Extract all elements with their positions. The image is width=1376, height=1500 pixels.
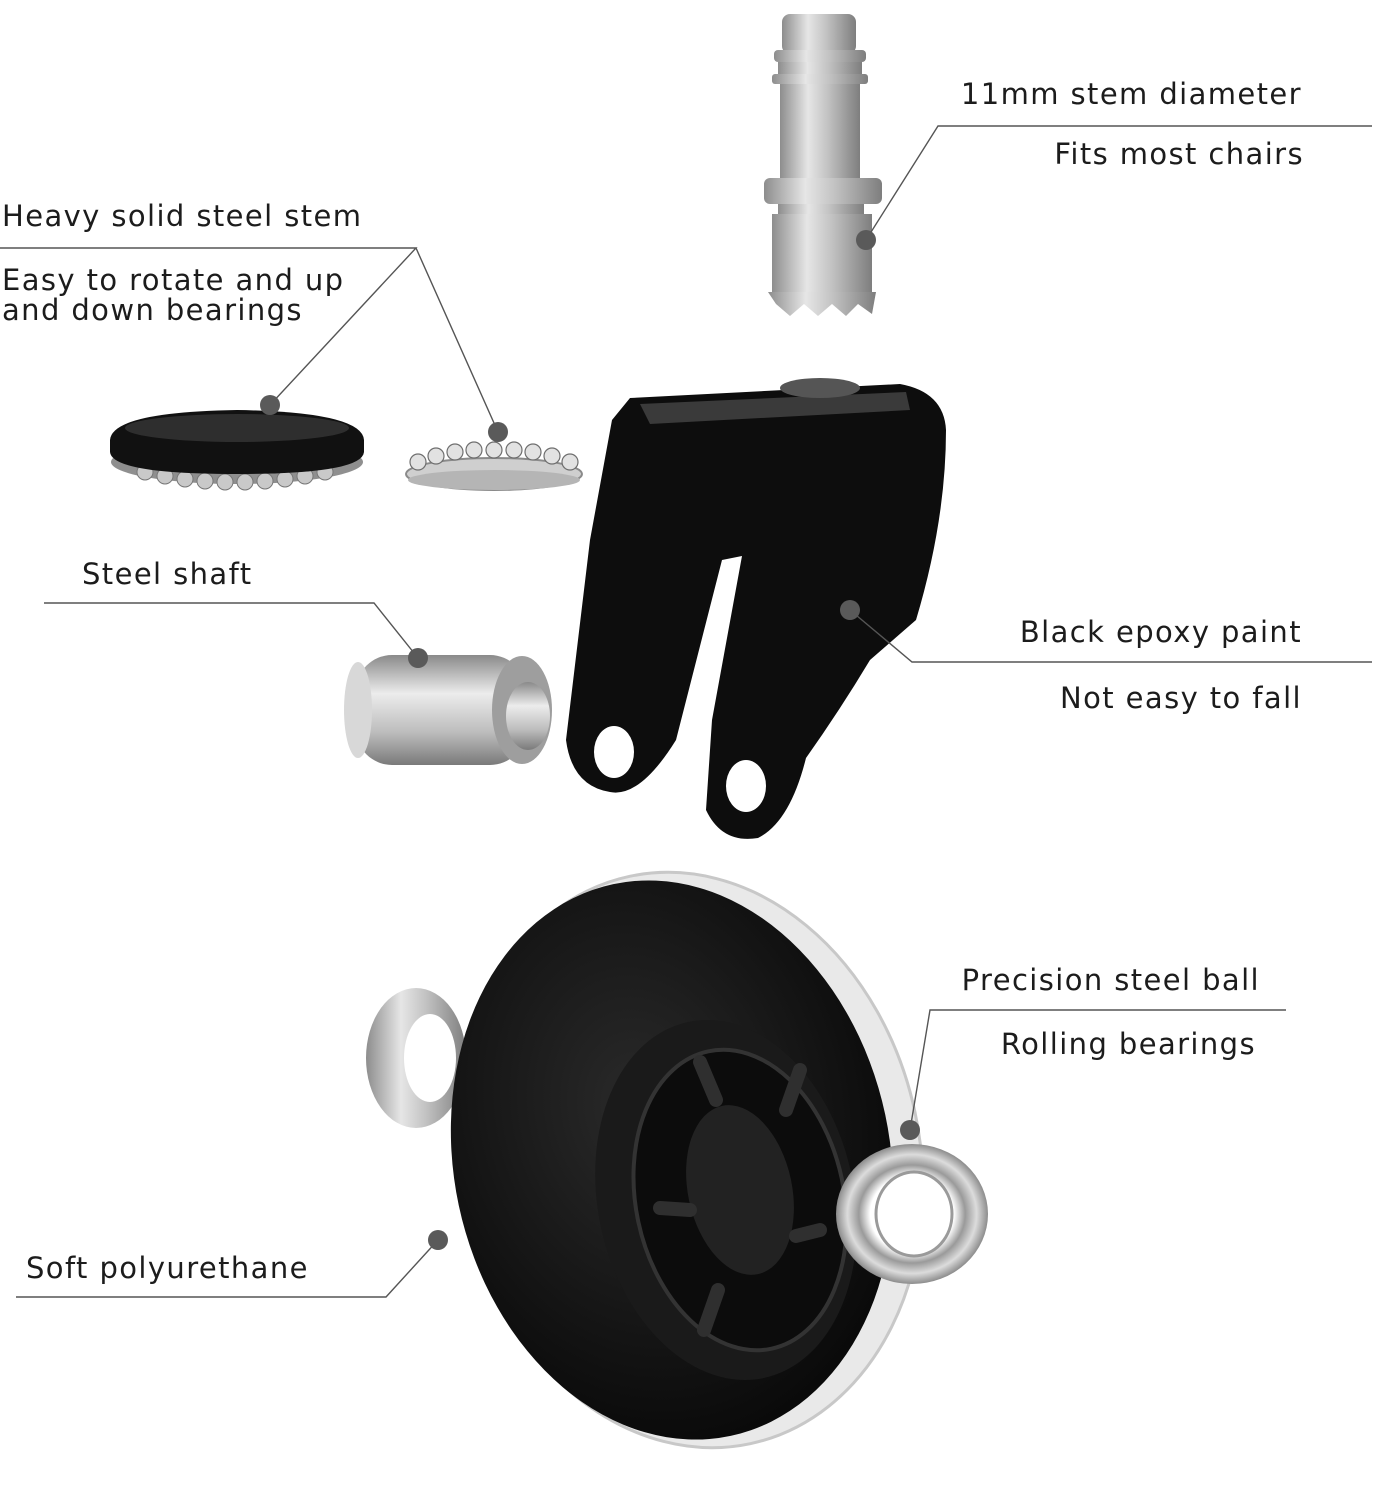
leader-polyurethane [16, 1239, 439, 1298]
black-bracket-illustration [566, 378, 946, 839]
steel-stem-illustration [764, 14, 882, 316]
wheel-illustration [366, 870, 988, 1450]
marker-dot [488, 422, 508, 442]
bearing-cap-illustration [110, 410, 364, 491]
leader-steel-shaft [44, 602, 419, 659]
label-stem-diameter: 11mm stem diameter [960, 77, 1302, 111]
label-easy-rotate: Easy to rotate and up [2, 263, 345, 297]
label-soft-polyurethane: Soft polyurethane [26, 1251, 309, 1285]
label-black-epoxy-paint: Black epoxy paint [1019, 615, 1302, 649]
leader-stem-diameter [865, 125, 1372, 241]
steel-shaft-illustration [344, 655, 552, 765]
leader-epoxy-paint [849, 609, 1372, 663]
label-steel-shaft: Steel shaft [82, 557, 253, 591]
leader-steel-stem [0, 247, 499, 433]
ball-ring-illustration [405, 441, 583, 491]
label-precision-steel-ball: Precision steel ball [961, 963, 1260, 997]
marker-dot [260, 395, 280, 415]
label-rolling-bearings: Rolling bearings [1000, 1027, 1256, 1061]
label-fits-most-chairs: Fits most chairs [1054, 137, 1304, 171]
marker-dot [856, 230, 876, 250]
leader-steel-ball [909, 1009, 1286, 1131]
marker-dot [428, 1230, 448, 1250]
marker-dot [900, 1120, 920, 1140]
label-not-easy-to-fall: Not easy to fall [1060, 681, 1302, 715]
label-heavy-steel-stem: Heavy solid steel stem [2, 199, 363, 233]
marker-dot [840, 600, 860, 620]
marker-dot [408, 648, 428, 668]
label-up-down-bearings: and down bearings [2, 293, 303, 327]
